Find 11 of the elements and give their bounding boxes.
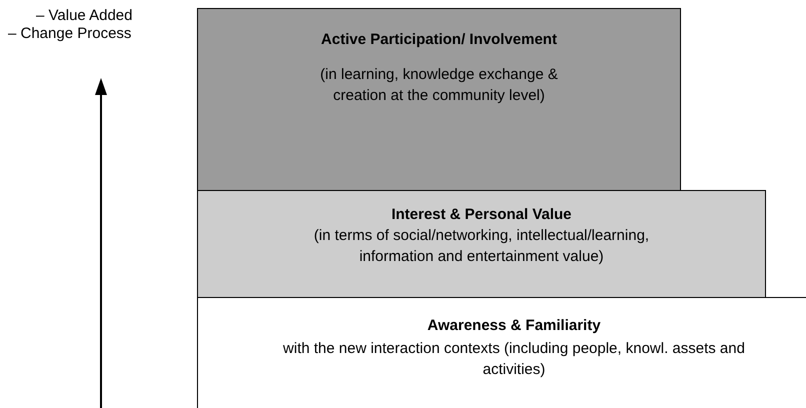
middle-level-box bbox=[197, 190, 766, 299]
level-heading: Active Participation/ Involvement bbox=[320, 30, 558, 50]
level-heading: Interest & Personal Value bbox=[390, 205, 573, 225]
level-description: with the new interaction contexts (including people, knowl. assets and activities) bbox=[282, 339, 746, 380]
axis-label: – Value Added bbox=[36, 7, 132, 25]
top-level-box bbox=[197, 8, 681, 192]
bottom-level-box bbox=[197, 297, 806, 408]
level-description: (in learning, knowledge exchange & creation at the community level) bbox=[319, 65, 559, 106]
level-description: (in terms of social/networking, intellectual/learning, information and entertainment value) bbox=[312, 226, 650, 267]
axis-label: – Change Process bbox=[8, 25, 132, 43]
level-heading: Awareness & Familiarity bbox=[426, 316, 602, 336]
